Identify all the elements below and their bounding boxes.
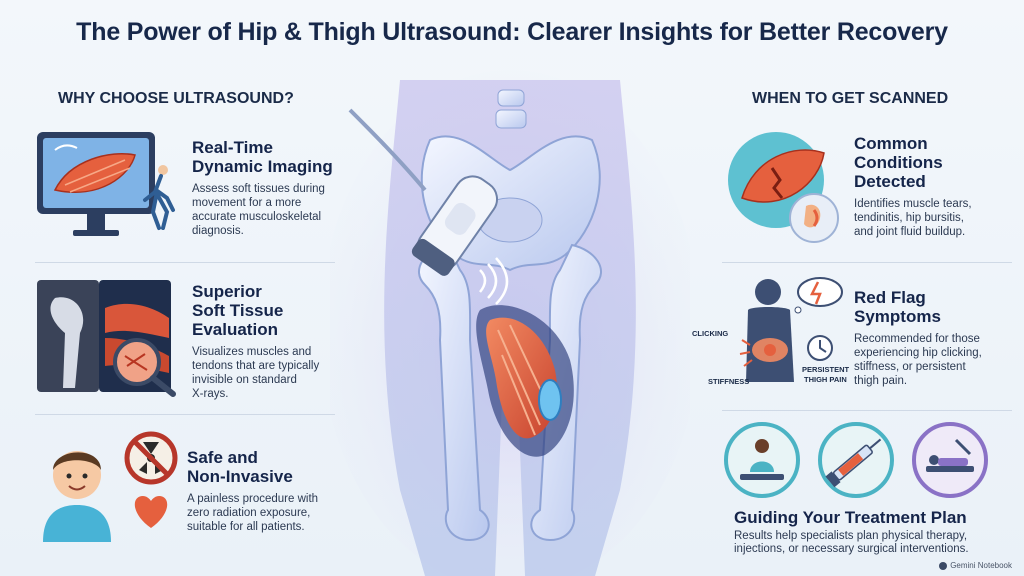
card-red-flag-symptoms: Red Flag Symptoms Recommended for those … (854, 288, 1014, 388)
card-real-time-imaging: Real-Time Dynamic Imaging Assess soft ti… (192, 138, 352, 238)
card-title: Detected (854, 172, 926, 191)
label-stiffness: STIFFNESS (708, 377, 749, 386)
card-title: Common (854, 134, 928, 153)
torn-muscle-icon (728, 132, 839, 243)
xray-magnifier-icon (37, 280, 176, 397)
card-title: Soft Tissue (192, 301, 284, 320)
card-title: Red Flag (854, 288, 926, 307)
hip-thigh-anatomy-illustration (330, 70, 690, 576)
safe-patient-icon (43, 431, 178, 542)
card-title: Dynamic Imaging (192, 157, 333, 176)
divider (35, 262, 335, 263)
treatment-options-icons (724, 422, 988, 498)
card-description: Assess soft tissues during movement for … (192, 183, 325, 237)
card-soft-tissue-evaluation: Superior Soft Tissue Evaluation Visualiz… (192, 282, 352, 401)
card-description: A painless procedure with zero radiation… (187, 493, 319, 533)
card-title: Non-Invasive (187, 467, 293, 486)
card-title: Guiding Your Treatment Plan (734, 508, 967, 527)
card-title: Symptoms (854, 307, 941, 326)
card-safe-non-invasive: Safe and Non-Invasive A painless procedu… (187, 448, 352, 534)
card-description: Visualizes muscles and tendons that are … (192, 346, 320, 400)
card-common-conditions: Common Conditions Detected Identifies mu… (854, 134, 1014, 239)
divider (722, 262, 1012, 263)
monitor-muscle-icon (37, 132, 175, 236)
label-thigh-pain: THIGH PAIN (804, 375, 847, 384)
card-title: Real-Time (192, 138, 273, 157)
card-treatment-plan: Guiding Your Treatment Plan Results help… (734, 508, 1014, 556)
label-persistent: PERSISTENT (802, 365, 850, 374)
page-title: The Power of Hip & Thigh Ultrasound: Cle… (76, 18, 948, 46)
card-title: Conditions (854, 153, 943, 172)
card-description: Recommended for those experiencing hip c… (854, 333, 982, 387)
divider (722, 410, 1012, 411)
brand-watermark: Gemini Notebook (939, 561, 1012, 570)
right-section-heading: WHEN TO GET SCANNED (752, 90, 949, 107)
card-description: Identifies muscle tears, tendinitis, hip… (854, 198, 972, 238)
card-title: Superior (192, 282, 262, 301)
left-section-heading: WHY CHOOSE ULTRASOUND? (58, 90, 294, 107)
divider (35, 414, 335, 415)
red-flag-person-icon: CLICKING STIFFNESS PERSISTENT THIGH PAIN (692, 277, 850, 386)
card-title: Evaluation (192, 320, 278, 339)
label-clicking: CLICKING (692, 329, 728, 338)
card-description: Results help specialists plan physical t… (734, 530, 969, 555)
brand-logo-icon (939, 561, 948, 570)
card-title: Safe and (187, 448, 258, 467)
